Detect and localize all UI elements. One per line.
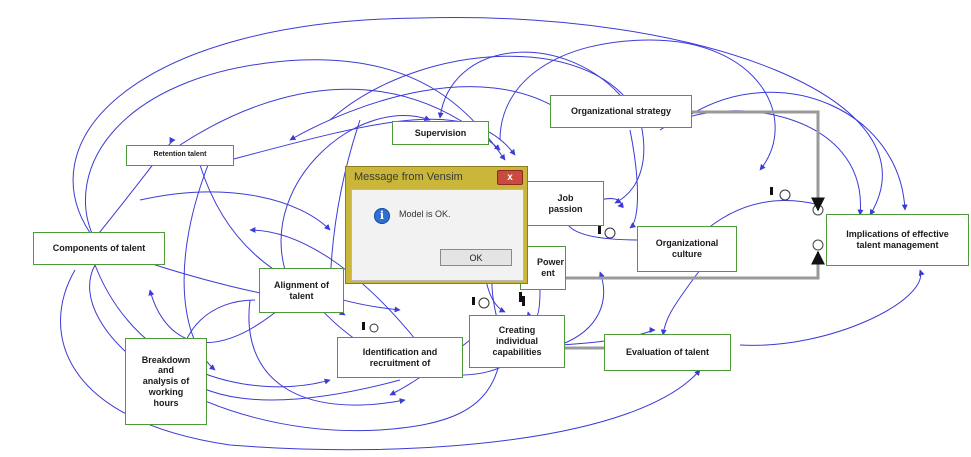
node-label: Identification and recruitment of — [362, 346, 438, 368]
causal-link — [280, 115, 431, 271]
node-identification-and-recruitment[interactable]: Identification and recruitment of — [337, 337, 463, 378]
causal-link — [689, 91, 908, 211]
node-label: Components of talent — [52, 243, 146, 254]
flow-valves — [811, 197, 825, 265]
node-label: Supervision — [414, 127, 467, 138]
node-creating-individual-capabilities[interactable]: Creating individual capabilities — [469, 315, 565, 368]
causal-link — [289, 86, 561, 141]
node-organizational-culture[interactable]: Organizational culture — [637, 226, 737, 272]
causal-link — [329, 55, 645, 204]
close-button[interactable]: x — [497, 170, 523, 185]
node-supervision[interactable]: Supervision — [392, 121, 489, 145]
polarity-mark — [472, 297, 475, 305]
loop-markers — [369, 189, 791, 333]
node-label: Retention talent — [153, 151, 207, 159]
polarity-mark — [522, 296, 525, 306]
node-retention-talent[interactable]: Retention talent — [126, 145, 234, 166]
polarity-mark — [770, 187, 773, 195]
causal-link — [179, 374, 401, 401]
polarity-mark — [598, 226, 601, 234]
causal-link — [437, 51, 621, 119]
flow-valve — [812, 239, 824, 251]
node-label: Organizational culture — [655, 238, 719, 259]
node-breakdown-working-hours[interactable]: Breakdown and analysis of working hours — [125, 338, 207, 425]
causal-link — [559, 271, 605, 346]
info-icon: i — [374, 208, 390, 224]
loop-marker — [604, 227, 616, 239]
node-label: Creating individual capabilities — [492, 325, 542, 357]
loop-marker — [478, 297, 490, 309]
node-label: Implications of effective talent managem… — [846, 229, 949, 250]
node-organizational-strategy[interactable]: Organizational strategy — [550, 95, 692, 128]
ok-button[interactable]: OK — [440, 249, 512, 266]
node-alignment-of-talent[interactable]: Alignment of talent — [259, 268, 344, 313]
node-label: Job passion — [548, 192, 583, 214]
polarity-marks — [362, 187, 773, 330]
causal-link — [60, 269, 701, 451]
node-label: Evaluation of talent — [625, 347, 709, 358]
message-dialog: Message from Vensim x i Model is OK. OK — [345, 166, 528, 284]
causal-link — [229, 118, 516, 161]
dialog-message: Model is OK. — [399, 209, 451, 219]
node-evaluation-of-talent[interactable]: Evaluation of talent — [604, 334, 731, 371]
causal-link — [499, 39, 776, 171]
causal-link — [85, 59, 506, 241]
node-label: Breakdown and analysis of working hours — [141, 354, 191, 408]
node-components-of-talent[interactable]: Components of talent — [33, 232, 165, 265]
causal-link — [179, 88, 501, 151]
node-label: Alignment of talent — [274, 279, 329, 301]
node-job-passion[interactable]: Job passion — [527, 181, 604, 226]
dialog-title: Message from Vensim — [354, 171, 463, 183]
polarity-mark — [362, 322, 365, 330]
dialog-body: i Model is OK. OK — [351, 189, 524, 281]
node-implications-of-effective-talent-management[interactable]: Implications of effective talent managem… — [826, 214, 969, 266]
causal-link — [629, 129, 638, 229]
causal-link — [139, 191, 331, 231]
node-label: Power ent — [537, 257, 565, 278]
loop-marker — [369, 323, 379, 333]
causal-link — [660, 269, 701, 336]
causal-link — [89, 264, 502, 432]
loop-marker — [779, 189, 791, 201]
causal-link — [599, 198, 624, 209]
causal-link — [739, 269, 925, 346]
flow-pipe — [690, 110, 820, 200]
polarity-mark — [519, 292, 522, 302]
causal-link — [248, 299, 406, 406]
node-label: Organizational strategy — [570, 106, 672, 117]
